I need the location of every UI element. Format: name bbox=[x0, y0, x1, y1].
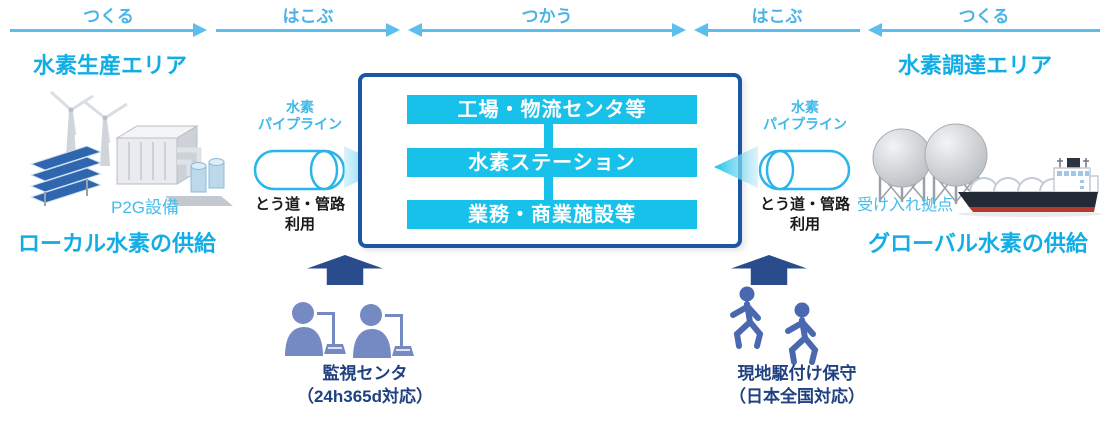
flow-segment-use: つかう bbox=[408, 6, 686, 40]
pipeline-name-line2: パイプライン bbox=[258, 116, 342, 132]
usage-item-commercial-facility: 業務・商業施設等 bbox=[407, 200, 697, 229]
field-service-line1: 現地駆付け保守 bbox=[737, 364, 857, 383]
pipeline-name-line2: パイプライン bbox=[763, 116, 847, 132]
field-service-line2: （日本全国対応） bbox=[729, 387, 865, 406]
local-hydrogen-supply-label: ローカル水素の供給 bbox=[18, 231, 217, 256]
right-arrowhead-icon bbox=[672, 23, 686, 37]
monitoring-center-label: 監視センタ （24h365d対応） bbox=[265, 362, 465, 408]
pipeline-name-line1: 水素 bbox=[286, 99, 314, 115]
hydrogen-usage-box: 工場・物流センタ等 水素ステーション 業務・商業施設等 bbox=[358, 73, 742, 248]
lng-carrier-ship-icon bbox=[958, 158, 1102, 217]
pipeline-name-line1: 水素 bbox=[791, 99, 819, 115]
wind-turbine-icon bbox=[49, 90, 128, 166]
receiving-terminal-label: 受け入れ拠点 bbox=[857, 197, 954, 214]
left-arrowhead-icon bbox=[694, 23, 708, 37]
flow-segment-carry-left: はこぶ bbox=[216, 6, 400, 40]
flow-line bbox=[216, 29, 388, 32]
pipeline-inflow-arrow-icon bbox=[714, 146, 758, 188]
pipe-cylinder-icon bbox=[758, 149, 851, 191]
flow-segment-make-right: つくる bbox=[868, 6, 1100, 40]
flow-segment-label: つくる bbox=[958, 7, 1010, 26]
up-block-arrow-icon bbox=[731, 255, 807, 285]
global-hydrogen-supply-label: グローバル水素の供給 bbox=[868, 231, 1088, 256]
p2g-equipment-label: P2G設備 bbox=[111, 198, 180, 217]
production-illustration bbox=[29, 90, 233, 206]
pipeline-right-name: 水素 パイプライン bbox=[745, 99, 865, 133]
pipeline-left-name: 水素 パイプライン bbox=[240, 99, 360, 133]
solar-panel-icon bbox=[29, 145, 103, 206]
pipeline-left-note: とう道・管路 利用 bbox=[235, 195, 365, 235]
pipeline-right-note: とう道・管路 利用 bbox=[740, 195, 870, 235]
production-area-title: 水素生産エリア bbox=[33, 53, 188, 78]
flow-segment-label: つくる bbox=[83, 7, 134, 26]
procurement-illustration bbox=[872, 123, 1102, 217]
procurement-area-title: 水素調達エリア bbox=[897, 53, 1052, 78]
left-arrowhead-icon bbox=[868, 23, 882, 37]
flow-segment-label: つかう bbox=[521, 7, 573, 26]
flow-line bbox=[706, 29, 860, 32]
flow-segment-label: はこぶ bbox=[282, 7, 334, 26]
left-arrowhead-icon bbox=[408, 23, 422, 37]
right-arrowhead-icon bbox=[193, 23, 207, 37]
pipeline-note-line1: とう道・管路 bbox=[759, 196, 850, 213]
pipeline-note-line2: 利用 bbox=[284, 216, 315, 233]
flow-segment-label: はこぶ bbox=[751, 7, 803, 26]
up-block-arrow-icon bbox=[307, 255, 383, 285]
usage-connector bbox=[544, 124, 553, 148]
pipeline-note-line1: とう道・管路 bbox=[254, 196, 345, 213]
flow-segment-make-left: つくる bbox=[10, 6, 207, 40]
right-arrowhead-icon bbox=[386, 23, 400, 37]
operator-at-desk-icon bbox=[285, 302, 414, 358]
monitoring-line2: （24h365d対応） bbox=[296, 387, 434, 406]
usage-connector bbox=[544, 177, 553, 200]
field-service-label: 現地駆付け保守 （日本全国対応） bbox=[697, 362, 897, 408]
flow-line bbox=[880, 29, 1100, 32]
pipe-cylinder-icon bbox=[253, 149, 346, 191]
flow-line bbox=[420, 29, 674, 32]
p2g-plant-icon bbox=[115, 125, 233, 206]
usage-item-hydrogen-station: 水素ステーション bbox=[407, 148, 697, 177]
pipeline-note-line2: 利用 bbox=[789, 216, 820, 233]
monitoring-line1: 監視センタ bbox=[322, 364, 408, 383]
flow-line bbox=[10, 29, 195, 32]
walking-person-icon bbox=[730, 286, 819, 365]
gas-storage-sphere-icon bbox=[924, 123, 988, 204]
flow-segment-carry-right: はこぶ bbox=[694, 6, 860, 40]
usage-item-factory-logistics: 工場・物流センタ等 bbox=[407, 95, 697, 124]
